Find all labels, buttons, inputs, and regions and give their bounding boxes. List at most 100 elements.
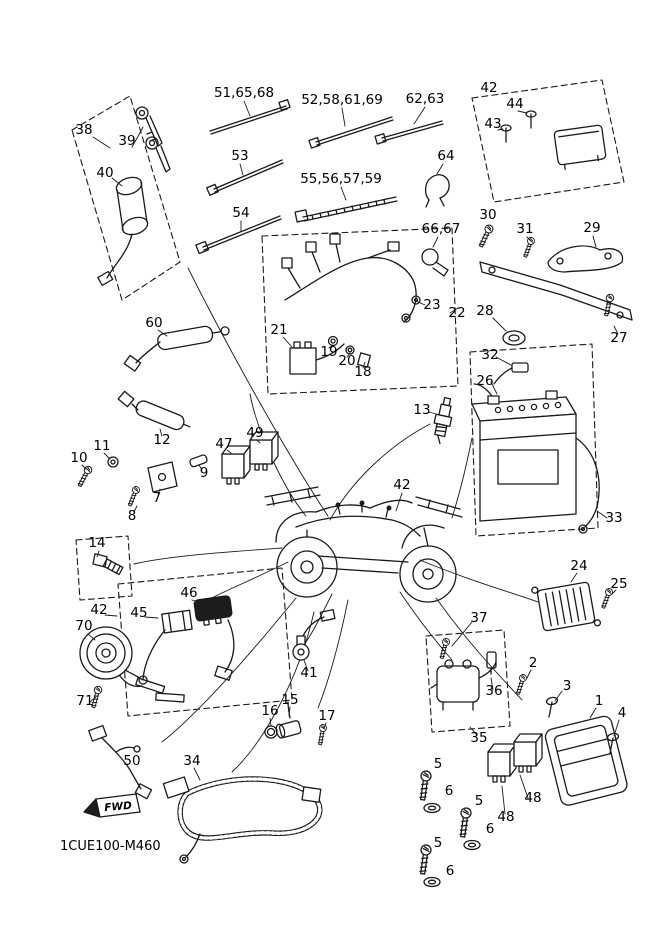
cable-tie-52-58-61-69 <box>308 116 394 149</box>
part-label-40: 40 <box>96 165 113 181</box>
key-icon <box>135 106 171 173</box>
part-label-38: 38 <box>75 122 92 138</box>
callout-labels: 38394051,65,68535452,58,61,6955,56,57,59… <box>70 80 627 879</box>
part-label-12: 12 <box>153 432 170 448</box>
relay-48-b <box>513 733 543 773</box>
part-label-34: 34 <box>183 753 200 769</box>
o-ring-16 <box>264 725 278 739</box>
cable-tie-54 <box>195 215 282 255</box>
clip-4 <box>606 732 620 754</box>
drawing-code: 1CUE100-M460 <box>60 839 161 854</box>
main-switch-group-box <box>71 95 181 301</box>
sensor-15 <box>275 701 302 739</box>
part-label-70: 70 <box>75 618 92 634</box>
regulator-24 <box>531 581 602 632</box>
sensor-group-box-14 <box>75 535 133 601</box>
part-label-6: 6 <box>446 863 455 879</box>
part-label-32: 32 <box>481 347 498 363</box>
part-label-37: 37 <box>470 610 487 626</box>
part-label-51-65-68: 51,65,68 <box>214 85 274 101</box>
part-label-62-63: 62,63 <box>406 91 445 107</box>
washer-6-b <box>463 839 481 851</box>
part-label-23: 23 <box>423 297 440 313</box>
grommet-28 <box>502 330 526 346</box>
part-label-41: 41 <box>300 665 317 681</box>
bolt-5-a <box>417 769 433 802</box>
part-label-16: 16 <box>261 703 278 719</box>
coil-12 <box>117 390 191 431</box>
part-label-45: 45 <box>130 605 147 621</box>
part-label-5: 5 <box>475 793 484 809</box>
part-label-26: 26 <box>476 373 493 389</box>
part-label-6: 6 <box>486 821 495 837</box>
cable-tie-62-63 <box>374 120 444 145</box>
part-label-3: 3 <box>563 678 572 694</box>
part-label-10: 10 <box>70 450 87 466</box>
fwd-label: FWD <box>104 800 133 814</box>
part-label-9: 9 <box>200 465 209 481</box>
part-label-66-67: 66,67 <box>422 221 461 237</box>
battery-wire-33 <box>575 437 600 534</box>
part-label-19: 19 <box>320 344 337 360</box>
part-label-15: 15 <box>281 692 298 708</box>
sensor-14 <box>92 553 124 576</box>
clip-3 <box>545 696 559 718</box>
connector-18 <box>356 352 372 368</box>
part-label-52-58-61-69: 52,58,61,69 <box>301 92 383 108</box>
part-label-11: 11 <box>93 438 110 454</box>
spark-plug-13 <box>433 396 453 445</box>
part-label-71: 71 <box>76 693 93 709</box>
washer-11 <box>107 456 119 468</box>
part-label-17: 17 <box>318 708 335 724</box>
part-label-46: 46 <box>180 585 197 601</box>
fwd-flag: FWD <box>83 793 141 818</box>
sub-harness-wires <box>281 233 421 323</box>
bracket-7 <box>147 461 178 493</box>
vehicle-outline <box>264 486 463 603</box>
washer-6-c <box>423 876 441 888</box>
battery-group-box <box>469 343 599 537</box>
band-55-56-57-59 <box>294 196 398 223</box>
relay-21 <box>289 341 345 375</box>
washer-6-a <box>423 802 441 814</box>
ignition-coil-60 <box>123 325 230 372</box>
wire-harness-34 <box>162 776 323 864</box>
bolt-5-c <box>417 843 433 876</box>
part-label-49: 49 <box>246 425 263 441</box>
relay-48-a <box>487 743 517 783</box>
part-label-6: 6 <box>445 783 454 799</box>
part-label-27: 27 <box>610 330 627 346</box>
part-label-42: 42 <box>90 602 107 618</box>
cable-tie-53 <box>206 159 284 196</box>
part-label-44: 44 <box>506 96 523 112</box>
switch-41 <box>292 608 336 661</box>
collar-9 <box>189 454 208 468</box>
bolt-31 <box>521 236 536 259</box>
relay-group-box-45-46 <box>117 567 293 717</box>
part-label-48: 48 <box>524 790 541 806</box>
part-label-48: 48 <box>497 809 514 825</box>
part-label-47: 47 <box>215 436 232 452</box>
connector-45 <box>161 609 193 634</box>
part-label-29: 29 <box>583 220 600 236</box>
part-label-13: 13 <box>413 402 430 418</box>
part-label-36: 36 <box>485 683 502 699</box>
part-label-25: 25 <box>610 576 627 592</box>
washer-20 <box>345 345 355 355</box>
bolt-8 <box>126 484 142 508</box>
control-unit <box>553 124 607 170</box>
part-label-5: 5 <box>434 756 443 772</box>
part-label-50: 50 <box>123 753 140 769</box>
part-label-55-56-57-59: 55,56,57,59 <box>300 171 382 187</box>
part-label-5: 5 <box>434 835 443 851</box>
part-label-42: 42 <box>480 80 497 96</box>
part-label-53: 53 <box>231 148 248 164</box>
leader-lines <box>81 100 620 815</box>
part-label-64: 64 <box>437 148 454 164</box>
part-label-7: 7 <box>153 490 162 506</box>
lead-wire-50 <box>88 724 153 800</box>
part-label-43: 43 <box>484 116 501 132</box>
vehicle-harness-42 <box>295 500 421 537</box>
